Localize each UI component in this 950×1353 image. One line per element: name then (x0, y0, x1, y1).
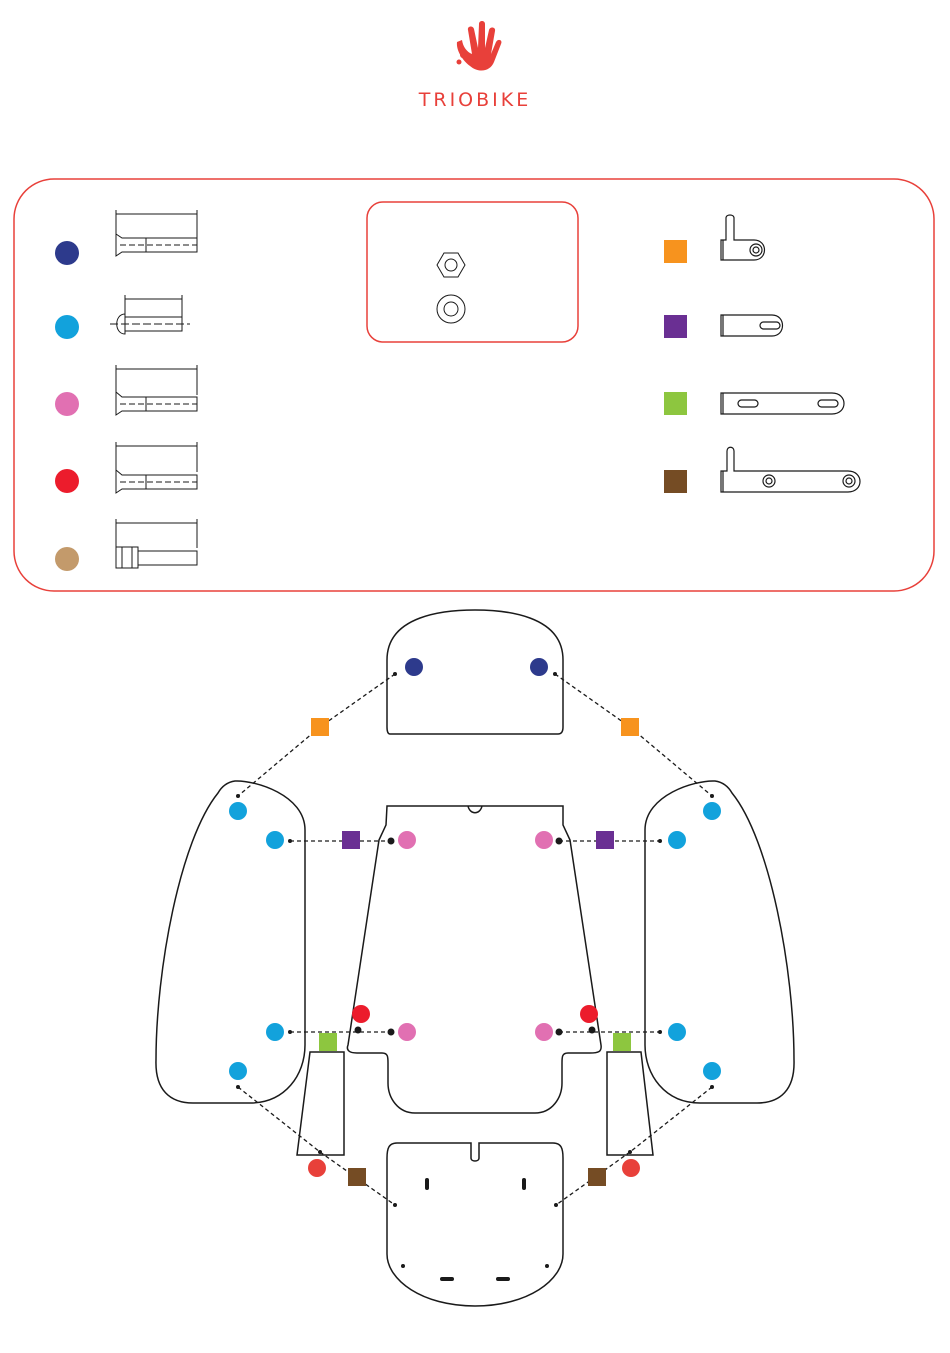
legend-dot-pink (55, 392, 79, 416)
marker-orange (621, 718, 639, 736)
connection-lines (238, 674, 712, 1205)
countersunk-screw-icon (116, 210, 197, 256)
marker-purple (342, 831, 360, 849)
marker-orange (311, 718, 329, 736)
right-side-panel (645, 781, 794, 1103)
legend-dot-red (55, 469, 79, 493)
marker-cyan (703, 1062, 721, 1080)
legend-square-brown (664, 470, 687, 493)
hardware-box (367, 202, 578, 342)
button-head-screw-icon (110, 295, 190, 334)
countersunk-screw-icon (116, 442, 197, 493)
marker-green (613, 1033, 631, 1051)
countersunk-screw-icon (116, 365, 197, 415)
marker-pink (398, 831, 416, 849)
marker-red (622, 1159, 640, 1177)
legend-square-green (664, 392, 687, 415)
short-slotted-bracket-icon (721, 315, 783, 336)
washer-icon (437, 295, 465, 323)
marker-red (352, 1005, 370, 1023)
hex-nut-icon (437, 253, 465, 277)
marker-pink (535, 831, 553, 849)
marker-purple (596, 831, 614, 849)
long-slotted-bracket-icon (721, 393, 844, 414)
marker-red (580, 1005, 598, 1023)
legend-square-orange (664, 240, 687, 263)
center-back-panel (347, 806, 601, 1113)
marker-cyan (229, 802, 247, 820)
legend-dot-cyan (55, 315, 79, 339)
panel-slots (425, 1178, 526, 1281)
marker-cyan (703, 802, 721, 820)
long-angle-bracket-icon (721, 447, 860, 492)
marker-cyan (668, 831, 686, 849)
marker-red (308, 1159, 326, 1177)
marker-cyan (266, 831, 284, 849)
marker-cyan (266, 1023, 284, 1041)
marker-pink (398, 1023, 416, 1041)
marker-navy (530, 658, 548, 676)
marker-brown (348, 1168, 366, 1186)
marker-brown (588, 1168, 606, 1186)
marker-pink (535, 1023, 553, 1041)
legend-dot-tan (55, 547, 79, 571)
legend-frame (14, 179, 934, 591)
marker-green (319, 1033, 337, 1051)
marker-navy (405, 658, 423, 676)
legend-dot-navy (55, 241, 79, 265)
left-side-panel (156, 781, 305, 1103)
marker-cyan (668, 1023, 686, 1041)
angle-bracket-icon (721, 215, 765, 260)
hole-markers (236, 672, 714, 1268)
bottom-seat-panel (387, 1143, 563, 1306)
marker-cyan (229, 1062, 247, 1080)
legend-square-purple (664, 315, 687, 338)
socket-cap-screw-icon (116, 519, 197, 568)
